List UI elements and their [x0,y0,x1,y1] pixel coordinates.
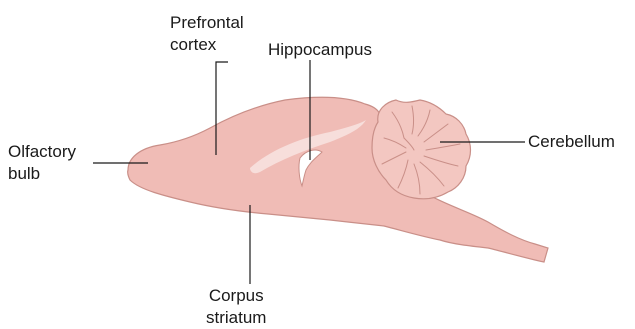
corpus-striatum-label-line2: striatum [206,307,266,329]
olfactory-bulb-label-line1: Olfactory [8,141,76,163]
hippocampus-label: Hippocampus [268,39,372,61]
cerebellum-label-text: Cerebellum [528,131,615,153]
cerebellum-label: Cerebellum [528,131,615,153]
corpus-striatum-label: Corpus striatum [206,285,266,329]
prefrontal-cortex-label-line2: cortex [170,34,244,56]
brain-body [128,97,548,262]
olfactory-bulb-label-line2: bulb [8,163,76,185]
prefrontal-cortex-label-line1: Prefrontal [170,12,244,34]
corpus-striatum-label-line1: Corpus [206,285,266,307]
olfactory-bulb-label: Olfactory bulb [8,141,76,185]
hippocampus-label-text: Hippocampus [268,39,372,61]
prefrontal-cortex-label: Prefrontal cortex [170,12,244,56]
